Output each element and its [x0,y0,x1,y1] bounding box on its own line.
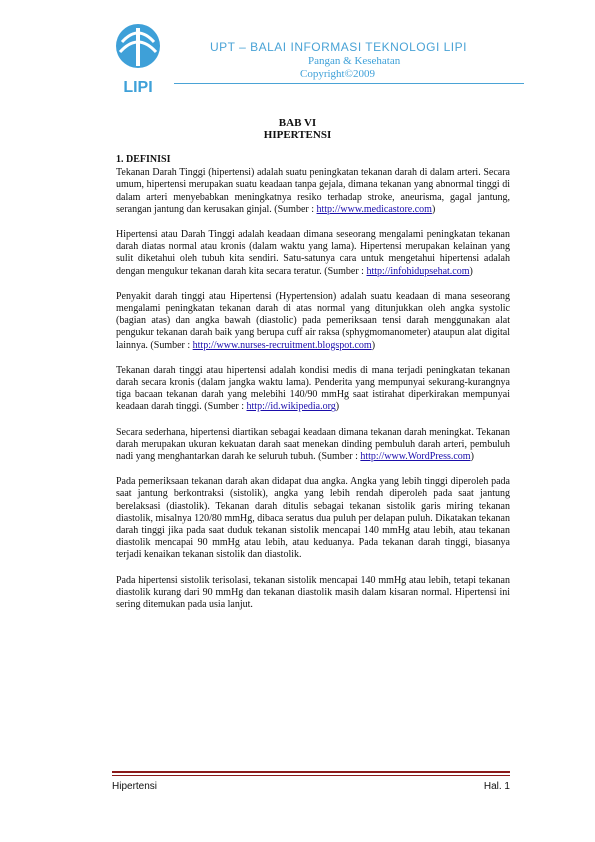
lipi-logo-icon: LIPI [116,24,160,96]
paragraph-text: Pada hipertensi sistolik terisolasi, tek… [116,574,510,611]
chapter-label: BAB VI [278,117,317,129]
org-name: UPT – BALAI INFORMASI TEKNOLOGI LIPI [210,40,467,54]
document-body: 1. DEFINISI Tekanan Darah Tinggi (hipert… [116,154,510,624]
paragraph: Pada pemeriksaan tekanan darah akan dida… [116,476,510,561]
paragraph: Penyakit darah tinggi atau Hipertensi (H… [116,291,510,352]
page-title: HIPERTENSI [263,129,332,141]
source-link[interactable]: http://www.WordPress.com [360,451,471,463]
paragraph: Tekanan darah tinggi atau hipertensi ada… [116,365,510,414]
source-link[interactable]: http://id.wikipedia.org [246,401,336,413]
paragraph: Secara sederhana, hipertensi diartikan s… [116,427,510,464]
footer-rule-thin [112,775,510,776]
paragraph-tail: ) [469,265,473,277]
paragraph: Pada hipertensi sistolik terisolasi, tek… [116,575,510,612]
paragraph-text: Tekanan darah tinggi atau hipertensi ada… [116,364,510,413]
paragraph-text: Secara sederhana, hipertensi diartikan s… [116,426,510,463]
paragraph-tail: ) [470,451,474,463]
page-header: LIPI UPT – BALAI INFORMASI TEKNOLOGI LIP… [112,22,524,97]
paragraph-text: Tekanan Darah Tinggi (hipertensi) adalah… [116,167,510,215]
footer-rule [112,771,510,773]
paragraph-tail: ) [371,339,376,351]
header-rule [174,83,524,84]
paragraph-text: Hipertensi atau Darah Tinggi adalah kead… [116,229,510,277]
paragraph: Hipertensi atau Darah Tinggi adalah kead… [116,229,510,278]
paragraph: Tekanan Darah Tinggi (hipertensi) adalah… [116,167,510,216]
section-heading: 1. DEFINISI [116,154,171,165]
source-link[interactable]: http://infohidupsehat.com [366,265,470,277]
source-link[interactable]: http://www.medicastore.com [316,203,432,215]
footer-title: Hipertensi [112,781,158,792]
paragraph-text: Pada pemeriksaan tekanan darah akan dida… [116,476,510,561]
logo-text: LIPI [123,79,152,96]
paragraph-tail: ) [335,401,340,413]
copyright: Copyright©2009 [300,68,375,80]
source-link[interactable]: http://www.nurses-recruitment.blogspot.c… [192,339,372,351]
paragraph-text: Penyakit darah tinggi atau Hipertensi (H… [116,290,510,351]
org-subtitle: Pangan & Kesehatan [308,55,401,67]
paragraph-list: Tekanan Darah Tinggi (hipertensi) adalah… [116,167,510,611]
page-number: Hal. 1 [483,781,510,792]
paragraph-tail: ) [431,203,436,215]
